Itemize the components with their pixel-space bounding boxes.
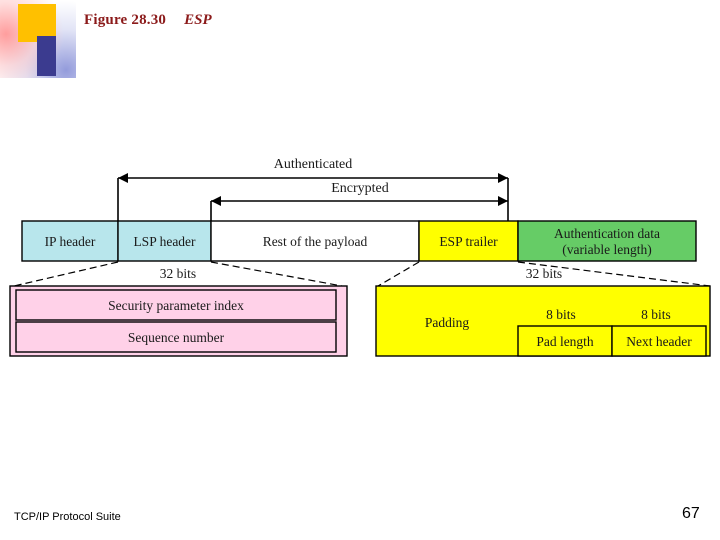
packet-field-esp-trailer-label: ESP trailer xyxy=(439,234,498,249)
packet-field-esp-trailer: ESP trailer xyxy=(418,220,519,262)
packet-field-authentication-data-label-line1: Authentication data xyxy=(554,226,660,241)
right-detail-cell-pad-length-label: Pad length xyxy=(536,334,594,349)
figure-title: ESP xyxy=(184,12,212,28)
right-detail-next-header-bits-label: 8 bits xyxy=(641,307,671,322)
packet-field-lsp-header: LSP header xyxy=(117,220,212,262)
packet-field-lsp-header-label: LSP header xyxy=(133,234,196,249)
right-detail-width-label: 32 bits xyxy=(526,266,562,281)
figure-number: Figure 28.30 xyxy=(84,12,167,28)
expansion-lines-right xyxy=(377,261,711,287)
slide-decoration-orange-square xyxy=(18,4,56,42)
left-detail-row-security-parameter-index: Security parameter index xyxy=(15,289,337,321)
right-detail-cell-next-header-label: Next header xyxy=(626,334,692,349)
packet-field-authentication-data-label-line2: (variable length) xyxy=(562,242,652,257)
packet-field-ip-header-label: IP header xyxy=(45,234,96,249)
left-detail-row-security-parameter-index-label: Security parameter index xyxy=(108,298,244,313)
right-detail-padding-label: Padding xyxy=(425,315,470,330)
right-detail-padding-cell: Padding xyxy=(425,315,470,330)
left-detail-width-label: 32 bits xyxy=(160,266,196,281)
left-detail-row-sequence-number-label: Sequence number xyxy=(128,330,225,345)
left-detail-row-sequence-number: Sequence number xyxy=(15,321,337,353)
expansion-lines-left xyxy=(13,261,343,287)
packet-field-ip-header: IP header xyxy=(21,220,119,262)
span-encrypted-label: Encrypted xyxy=(331,181,389,196)
right-detail-cell-pad-length: Pad length xyxy=(517,325,613,357)
span-encrypted: Encrypted xyxy=(210,181,508,221)
page-title: Figure 28.30 ESP xyxy=(84,12,212,29)
packet-field-authentication-data: Authentication data (variable length) xyxy=(517,220,697,262)
span-authenticated-label: Authenticated xyxy=(274,157,353,172)
right-detail-cell-next-header: Next header xyxy=(611,325,707,357)
page-number: 67 xyxy=(682,505,700,522)
packet-field-rest-of-payload: Rest of the payload xyxy=(210,220,420,262)
footer-left-text: TCP/IP Protocol Suite xyxy=(14,511,121,523)
span-authenticated: Authenticated xyxy=(117,157,509,221)
slide-decoration-navy-bar xyxy=(37,36,56,76)
left-detail-block: Security parameter index Sequence number xyxy=(9,285,348,357)
right-detail-pad-length-bits-label: 8 bits xyxy=(546,307,576,322)
packet-field-rest-of-payload-label: Rest of the payload xyxy=(263,234,368,249)
right-detail-block: Padding 8 bits 8 bits Pad length Next he… xyxy=(375,285,711,357)
